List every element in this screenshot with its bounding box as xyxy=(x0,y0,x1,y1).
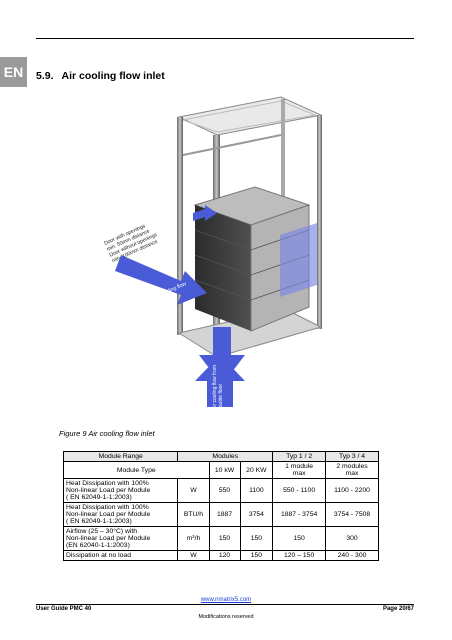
row-unit: BTU/h xyxy=(177,502,210,527)
row-label: Airflow (25 – 30°C) with Non-linear Load… xyxy=(62,526,179,551)
row-label: Dissipation at no load xyxy=(62,550,179,561)
row-10kw: 1887 xyxy=(208,502,241,527)
header-rule xyxy=(36,38,414,39)
row-typ34: 240 - 300 xyxy=(325,550,379,561)
row-20kw: 150 xyxy=(239,550,274,561)
figure-label-bottom-1: Air cooling flow from xyxy=(212,365,218,410)
row-label: Heat Dissipation with 100% Non-linear Lo… xyxy=(62,478,179,503)
subheader-type: Module Type xyxy=(63,461,210,479)
row-typ12: 120 – 150 xyxy=(272,550,327,561)
header-range: Module Range xyxy=(62,451,179,462)
table-subheader-row: Module Type 10 kW 20 KW 1 module max 2 m… xyxy=(63,461,379,479)
figure-label-bottom-2: double floor xyxy=(218,384,224,410)
subheader-typ34: 2 modules max xyxy=(325,461,379,479)
header-typ12: Typ 1 / 2 xyxy=(272,451,327,462)
footer-rule xyxy=(36,604,414,605)
row-unit: W xyxy=(177,478,210,503)
table-row: Heat Dissipation with 100% Non-linear Lo… xyxy=(62,502,379,527)
spec-table: Module Range Modules Typ 1 / 2 Typ 3 / 4… xyxy=(62,451,379,561)
table-header-row: Module Range Modules Typ 1 / 2 Typ 3 / 4 xyxy=(62,451,379,462)
row-typ12: 550 - 1100 xyxy=(272,478,327,503)
table-row: Heat Dissipation with 100% Non-linear Lo… xyxy=(62,478,379,503)
subheader-20kw: 20 KW xyxy=(239,461,274,479)
row-10kw: 120 xyxy=(208,550,241,561)
footer-modifications: Modifications reserved xyxy=(198,614,254,620)
row-20kw: 3754 xyxy=(239,502,274,527)
rack-airflow-illustration: Door with openings min. 50mm distance Do… xyxy=(103,96,323,410)
subheader-10kw: 10 kW xyxy=(208,461,241,479)
row-typ12: 1887 - 3754 xyxy=(272,502,327,527)
row-typ34: 1100 - 2200 xyxy=(325,478,379,503)
row-10kw: 150 xyxy=(208,526,241,551)
row-typ34: 300 xyxy=(325,526,379,551)
table-row: Airflow (25 – 30°C) with Non-linear Load… xyxy=(62,526,379,551)
footer-page-number: Page 20/67 xyxy=(382,606,414,612)
language-tab: EN xyxy=(0,57,27,87)
row-20kw: 150 xyxy=(239,526,274,551)
subheader-typ12: 1 module max xyxy=(272,461,327,479)
row-typ12: 150 xyxy=(272,526,327,551)
row-unit: m³/h xyxy=(177,526,210,551)
table-row: Dissipation at no load W 120 150 120 – 1… xyxy=(62,550,379,561)
section-heading: 5.9. Air cooling flow inlet xyxy=(36,70,165,82)
figure-caption: Figure 9 Air cooling flow inlet xyxy=(59,429,155,438)
section-number: 5.9. xyxy=(36,70,54,82)
row-10kw: 550 xyxy=(208,478,241,503)
footer-website-link[interactable]: www.nmatrix5.com xyxy=(200,597,252,603)
svg-text:Air cooling flow from doub: Air cooling flow from double floor xyxy=(212,364,224,410)
footer-document-title: User Guide PMC 40 xyxy=(36,606,92,612)
section-title: Air cooling flow inlet xyxy=(61,70,165,82)
row-20kw: 1100 xyxy=(239,478,274,503)
row-unit: W xyxy=(177,550,210,561)
header-modules: Modules xyxy=(177,451,274,462)
svg-text:Door with openings min. 50: Door with openings min. 50mm distance Do… xyxy=(103,220,162,265)
header-typ34: Typ 3 / 4 xyxy=(325,451,379,462)
row-label: Heat Dissipation with 100% Non-linear Lo… xyxy=(62,502,179,527)
row-typ34: 3754 - 7508 xyxy=(325,502,379,527)
